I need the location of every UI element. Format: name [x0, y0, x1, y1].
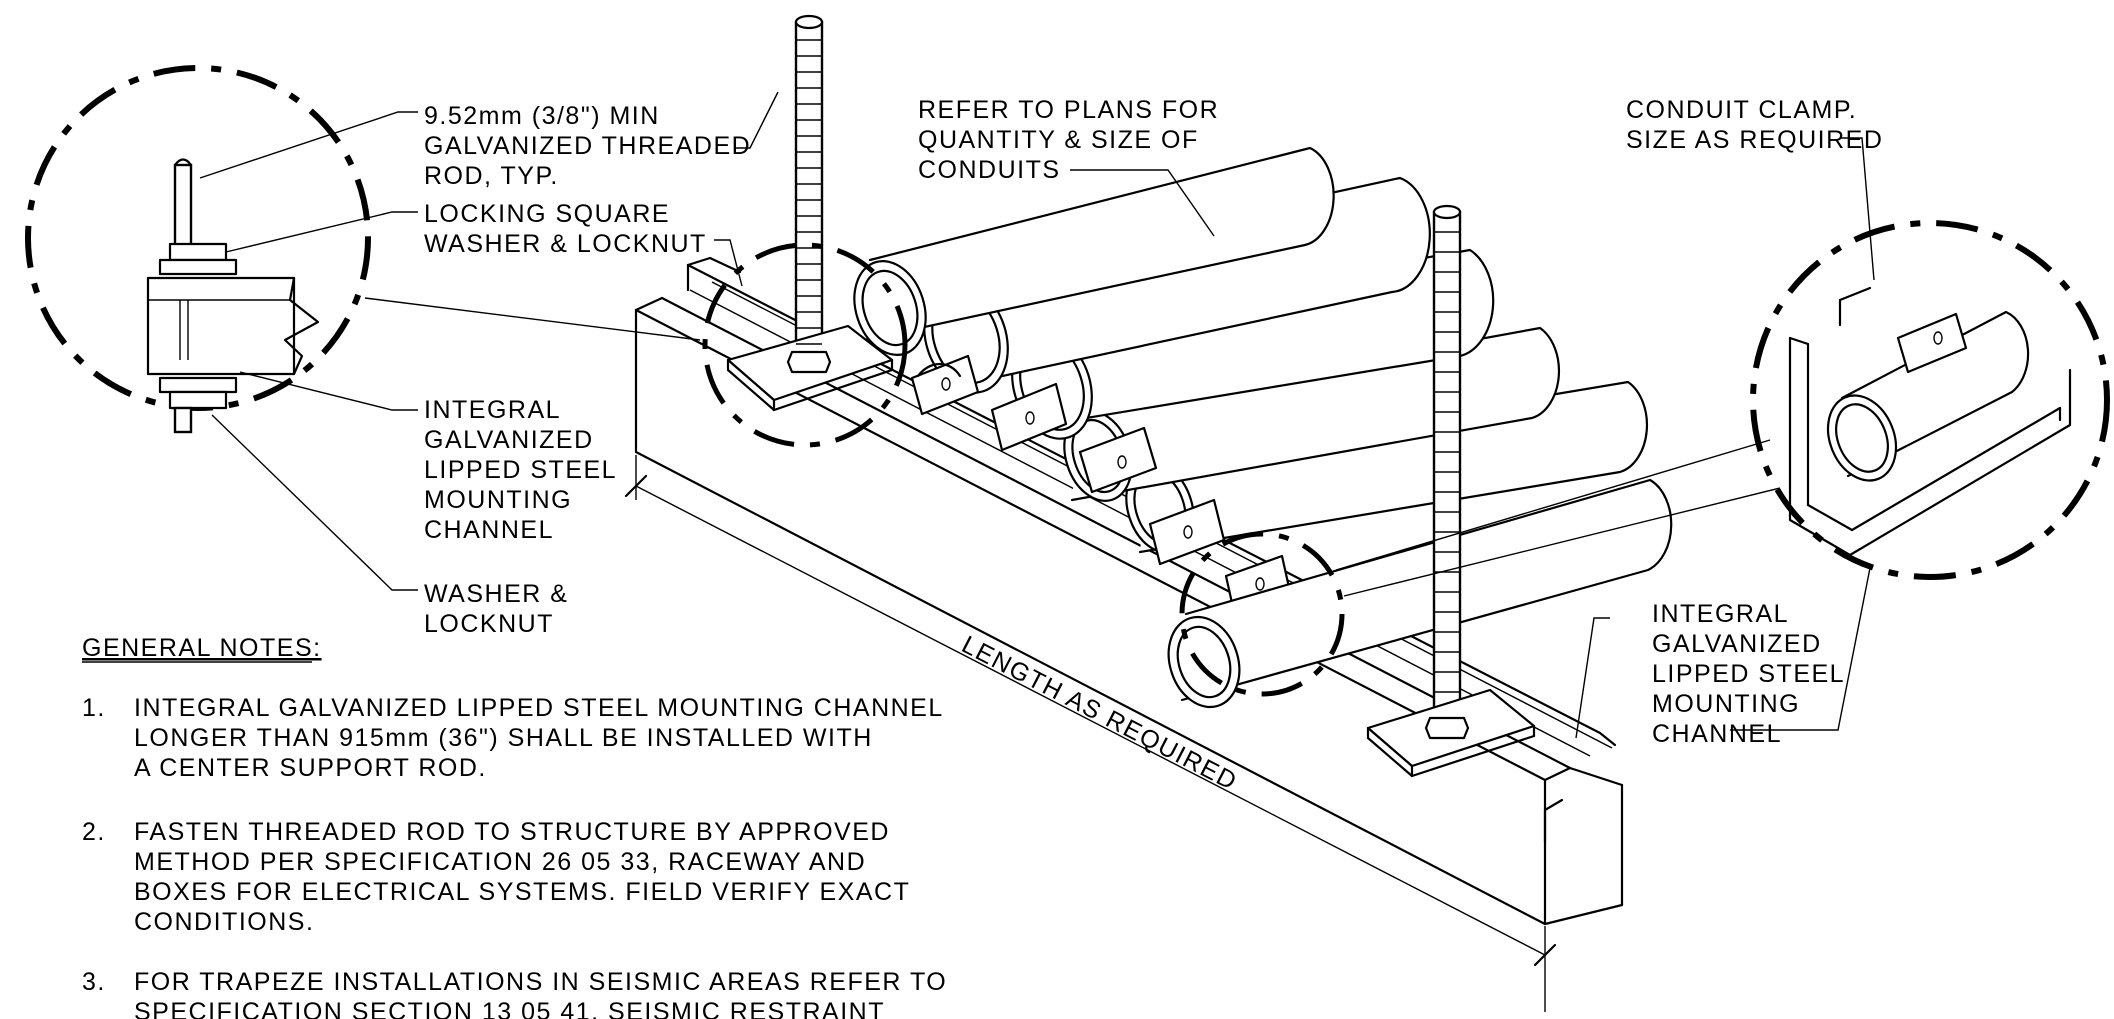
svg-text:QUANTITY & SIZE OF: QUANTITY & SIZE OF: [918, 126, 1199, 154]
svg-text:LOCKING SQUARE: LOCKING SQUARE: [424, 200, 670, 228]
svg-text:REFER TO PLANS FOR: REFER TO PLANS FOR: [918, 96, 1219, 124]
svg-text:WASHER &: WASHER &: [424, 580, 568, 608]
leader-lines: [199, 91, 1875, 739]
svg-text:A CENTER SUPPORT ROD.: A CENTER SUPPORT ROD.: [134, 754, 487, 782]
svg-text:ROD, TYP.: ROD, TYP.: [424, 162, 559, 190]
callout-channel-left: INTEGRAL GALVANIZED LIPPED STEEL MOUNTIN…: [424, 396, 617, 544]
threaded-rod-left: [726, 14, 894, 412]
svg-text:METHOD PER SPECIFICATION 26 05: METHOD PER SPECIFICATION 26 05 33, RACEW…: [134, 848, 866, 876]
clamp-2: [990, 382, 1068, 452]
svg-text:CHANNEL: CHANNEL: [1652, 720, 1782, 748]
svg-text:CONDUIT CLAMP.: CONDUIT CLAMP.: [1626, 96, 1857, 124]
svg-text:GALVANIZED THREADED: GALVANIZED THREADED: [424, 132, 751, 160]
conduit-1: [853, 146, 1335, 356]
svg-text:CONDITIONS.: CONDITIONS.: [134, 908, 314, 936]
svg-text:CONDUITS: CONDUITS: [918, 156, 1061, 184]
svg-text:WASHER & LOCKNUT: WASHER & LOCKNUT: [424, 230, 707, 258]
callout-conduits: REFER TO PLANS FOR QUANTITY & SIZE OF CO…: [918, 96, 1219, 184]
conduit-clamps: [910, 354, 1292, 614]
callout-channel-right: INTEGRAL GALVANIZED LIPPED STEEL MOUNTIN…: [1652, 600, 1845, 748]
svg-text:FASTEN THREADED ROD TO STRUCTU: FASTEN THREADED ROD TO STRUCTURE BY APPR…: [134, 818, 890, 846]
left-detail-bubble: [25, 65, 371, 434]
general-notes: GENERAL NOTES: 1. INTEGRAL GALVANIZED LI…: [82, 634, 947, 1019]
notes-heading: GENERAL NOTES:: [82, 634, 322, 662]
svg-text:MOUNTING: MOUNTING: [424, 486, 572, 514]
clamp-1: [910, 354, 980, 416]
svg-text:LOCKNUT: LOCKNUT: [424, 610, 554, 638]
svg-text:9.52mm (3/8") MIN: 9.52mm (3/8") MIN: [424, 102, 660, 130]
svg-text:FOR TRAPEZE INSTALLATIONS IN S: FOR TRAPEZE INSTALLATIONS IN SEISMIC ARE…: [134, 968, 947, 996]
conduit-bundle: [853, 146, 1649, 554]
detail-marker-right: [1179, 531, 1345, 697]
rod-threads: [796, 39, 1460, 693]
note-2-number: 2.: [82, 818, 106, 846]
callout-rod: 9.52mm (3/8") MIN GALVANIZED THREADED RO…: [424, 102, 751, 190]
svg-text:INTEGRAL GALVANIZED LIPPED STE: INTEGRAL GALVANIZED LIPPED STEEL MOUNTIN…: [134, 694, 944, 722]
svg-text:CHANNEL: CHANNEL: [424, 516, 554, 544]
svg-text:GALVANIZED: GALVANIZED: [1652, 630, 1822, 658]
clamp-3: [1078, 426, 1158, 494]
svg-text:SPECIFICATION SECTION 13 05 41: SPECIFICATION SECTION 13 05 41, SEISMIC …: [134, 998, 885, 1019]
svg-text:LONGER THAN 915mm (36") SHALL: LONGER THAN 915mm (36") SHALL BE INSTALL…: [134, 724, 873, 752]
detail-marker-left: [702, 242, 908, 448]
svg-text:LIPPED STEEL: LIPPED STEEL: [424, 456, 617, 484]
clamp-4: [1148, 498, 1226, 566]
svg-text:LIPPED STEEL: LIPPED STEEL: [1652, 660, 1845, 688]
svg-text:GALVANIZED: GALVANIZED: [424, 426, 594, 454]
callout-washer-bottom: WASHER & LOCKNUT: [424, 580, 568, 638]
note-3-number: 3.: [82, 968, 106, 996]
callout-washer-top: LOCKING SQUARE WASHER & LOCKNUT: [424, 200, 707, 258]
svg-text:BOXES FOR ELECTRICAL SYSTEMS.: BOXES FOR ELECTRICAL SYSTEMS. FIELD VERI…: [134, 878, 910, 906]
callout-clamp: CONDUIT CLAMP. SIZE AS REQUIRED: [1626, 96, 1883, 154]
right-detail-bubble: [1750, 220, 2110, 580]
svg-text:SIZE AS REQUIRED: SIZE AS REQUIRED: [1626, 126, 1883, 154]
svg-text:INTEGRAL: INTEGRAL: [424, 396, 561, 424]
note-1-number: 1.: [82, 694, 106, 722]
svg-text:MOUNTING: MOUNTING: [1652, 690, 1800, 718]
svg-text:INTEGRAL: INTEGRAL: [1652, 600, 1789, 628]
threaded-rod-right: [1366, 204, 1536, 778]
